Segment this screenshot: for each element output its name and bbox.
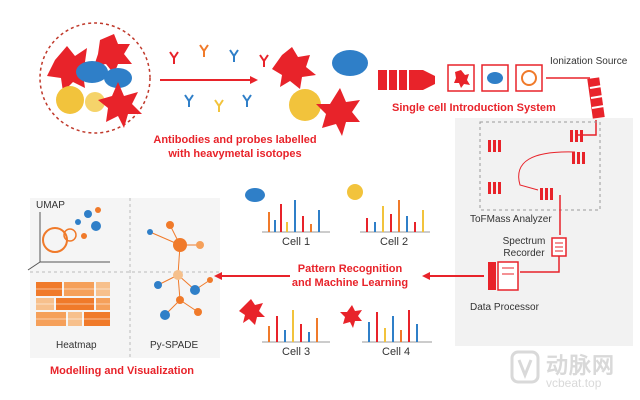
watermark-cn: 动脉网	[546, 353, 616, 378]
tofmass-label: ToFMass Analyzer	[470, 214, 552, 225]
cell-population	[39, 22, 151, 134]
ionization-label: Ionization Source	[550, 56, 628, 67]
spectrum-cell-3	[239, 299, 330, 343]
instrument-panel	[455, 118, 633, 346]
antibodies-label: Antibodies and probes labelled with heav…	[153, 134, 317, 160]
spectrum-label: Spectrum Recorder	[502, 236, 546, 259]
tof-analyzer	[479, 121, 601, 235]
spectrum-cell-1	[245, 188, 330, 233]
pattern-label: Pattern Recognition and Machine Learning	[291, 263, 409, 289]
spade-network	[147, 221, 213, 320]
antibody-symbols	[169, 44, 269, 112]
spectrum-cell-4	[340, 305, 432, 343]
labelled-cells	[272, 47, 368, 136]
heatmap-label: Heatmap	[56, 340, 97, 351]
cell-3-label: Cell 3	[282, 346, 311, 358]
modelling-label: Modelling and Visualization	[50, 365, 195, 377]
pyspade-label: Py-SPADE	[150, 340, 199, 351]
single-cell-boxes	[447, 64, 590, 92]
data-processor	[488, 261, 519, 291]
watermark-en: vcbeat.top	[546, 376, 602, 390]
umap-label: UMAP	[36, 200, 65, 211]
heatmap	[36, 282, 110, 326]
watermark-logo	[510, 350, 540, 384]
cell-2-label: Cell 2	[380, 236, 409, 248]
single-cell-label: Single cell Introduction System	[392, 102, 556, 114]
umap-plot	[27, 207, 110, 271]
spectrum-recorder	[520, 237, 567, 273]
spectrum-cell-2	[347, 184, 430, 233]
injector-nozzle	[378, 70, 435, 90]
cell-1-label: Cell 1	[282, 236, 311, 248]
processor-label: Data Processor	[470, 302, 539, 313]
modelling-panel	[30, 198, 220, 358]
cell-4-label: Cell 4	[382, 346, 411, 358]
